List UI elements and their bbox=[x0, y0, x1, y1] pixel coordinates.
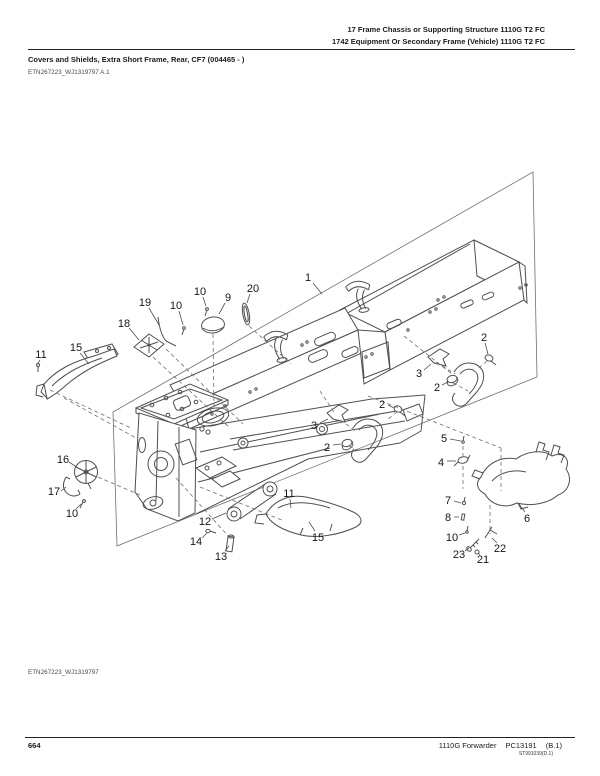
callout-18: 18 bbox=[118, 318, 130, 330]
part-2-hook-guard bbox=[351, 418, 384, 463]
callout-5: 5 bbox=[441, 433, 447, 445]
footer-model: 1110G Forwarder bbox=[438, 741, 497, 750]
part-2-cap bbox=[341, 438, 354, 451]
part-23-bolt bbox=[466, 538, 480, 552]
part-17-clip bbox=[62, 476, 81, 497]
part-19-rod bbox=[157, 316, 177, 347]
callout-2: 2 bbox=[481, 332, 487, 344]
callout-leader-lines bbox=[37, 282, 526, 556]
callout-8: 8 bbox=[445, 512, 451, 524]
deck-holes bbox=[210, 283, 528, 416]
page-title: Covers and Shields, Extra Short Frame, R… bbox=[28, 55, 245, 64]
figure-caption: ETN267223_WJ1319797 bbox=[28, 669, 99, 676]
part-5-screw bbox=[461, 435, 465, 444]
part-13-pin bbox=[225, 534, 235, 553]
part-12-link bbox=[226, 481, 278, 522]
part-10-screw bbox=[204, 307, 209, 317]
part-3-bracket bbox=[326, 404, 349, 423]
part-14-screw bbox=[205, 528, 217, 534]
callout-15: 15 bbox=[70, 342, 82, 354]
bogie-housing bbox=[134, 383, 241, 522]
callout-10: 10 bbox=[446, 532, 458, 544]
assembly-dashed-lines bbox=[49, 325, 502, 539]
part-3-bracket bbox=[427, 348, 450, 367]
callout-10: 10 bbox=[170, 300, 182, 312]
part-10-screw bbox=[79, 499, 86, 509]
callout-7: 7 bbox=[445, 495, 451, 507]
callout-11: 11 bbox=[35, 349, 46, 361]
callout-10: 10 bbox=[66, 508, 78, 520]
part-2-clip bbox=[393, 405, 406, 417]
callout-11: 11 bbox=[283, 488, 294, 500]
callout-2: 2 bbox=[434, 382, 440, 394]
callout-21: 21 bbox=[477, 554, 489, 566]
callout-3: 3 bbox=[416, 368, 422, 380]
lift-hook bbox=[345, 280, 371, 313]
part-22-bracket bbox=[484, 526, 498, 539]
part-9-cover bbox=[201, 316, 225, 334]
footer-doc-number: PC13191 bbox=[505, 741, 537, 750]
part-20-ring bbox=[241, 302, 251, 326]
callout-19: 19 bbox=[139, 297, 151, 309]
callout-9: 9 bbox=[225, 292, 231, 304]
footer-revision: (B.1) bbox=[545, 741, 562, 750]
callout-2: 2 bbox=[324, 442, 330, 454]
callout-17: 17 bbox=[48, 486, 60, 498]
callout-1: 1 bbox=[305, 272, 311, 284]
callout-20: 20 bbox=[247, 283, 259, 295]
footer-print-code: ST991039(D.1) bbox=[518, 751, 553, 757]
figure-id: ETN267223_WJ1319797 A.1 bbox=[28, 69, 110, 76]
part-10-screw bbox=[465, 525, 469, 534]
part-15-cover-left bbox=[35, 343, 119, 400]
part-10-screw bbox=[181, 326, 186, 336]
part-7-screw bbox=[461, 496, 467, 506]
callout-23: 23 bbox=[453, 549, 465, 561]
part-18-plate bbox=[133, 333, 165, 358]
frame-envelope-outline bbox=[112, 171, 538, 547]
lift-hook bbox=[263, 330, 289, 363]
callout-15: 15 bbox=[312, 532, 324, 544]
callout-12: 12 bbox=[199, 516, 211, 528]
callout-6: 6 bbox=[524, 513, 530, 525]
header-rule bbox=[28, 49, 575, 51]
callout-16: 16 bbox=[57, 454, 69, 466]
part-2-clip bbox=[484, 354, 497, 366]
part-2-cap bbox=[446, 374, 459, 387]
footer-rule bbox=[25, 737, 575, 739]
part-8-pin bbox=[460, 513, 466, 521]
page-header: 17 Frame Chassis or Supporting Structure… bbox=[332, 24, 545, 47]
callout-2: 2 bbox=[379, 399, 385, 411]
part-4-clamp bbox=[453, 454, 471, 467]
header-line-1: 17 Frame Chassis or Supporting Structure… bbox=[347, 25, 545, 34]
callout-22: 22 bbox=[494, 543, 506, 555]
part-6-shield bbox=[471, 441, 570, 510]
header-line-2: 1742 Equipment Or Secondary Frame (Vehic… bbox=[331, 36, 545, 46]
footer-publication: 1110G Forwarder PC13191 (B.1) bbox=[439, 741, 562, 750]
part-2-hook-guard bbox=[452, 362, 485, 407]
part-15-cover-bottom bbox=[254, 495, 362, 537]
callout-10: 10 bbox=[194, 286, 206, 298]
callout-13: 13 bbox=[215, 551, 227, 563]
page-number: 664 bbox=[28, 741, 41, 750]
part-16-disc bbox=[74, 460, 98, 490]
frame-inner-arm bbox=[229, 403, 424, 451]
part-21-washer bbox=[474, 549, 480, 555]
part-11-screw bbox=[36, 363, 40, 372]
callout-4: 4 bbox=[438, 457, 444, 469]
callout-14: 14 bbox=[190, 536, 202, 548]
callout-3: 3 bbox=[311, 420, 317, 432]
